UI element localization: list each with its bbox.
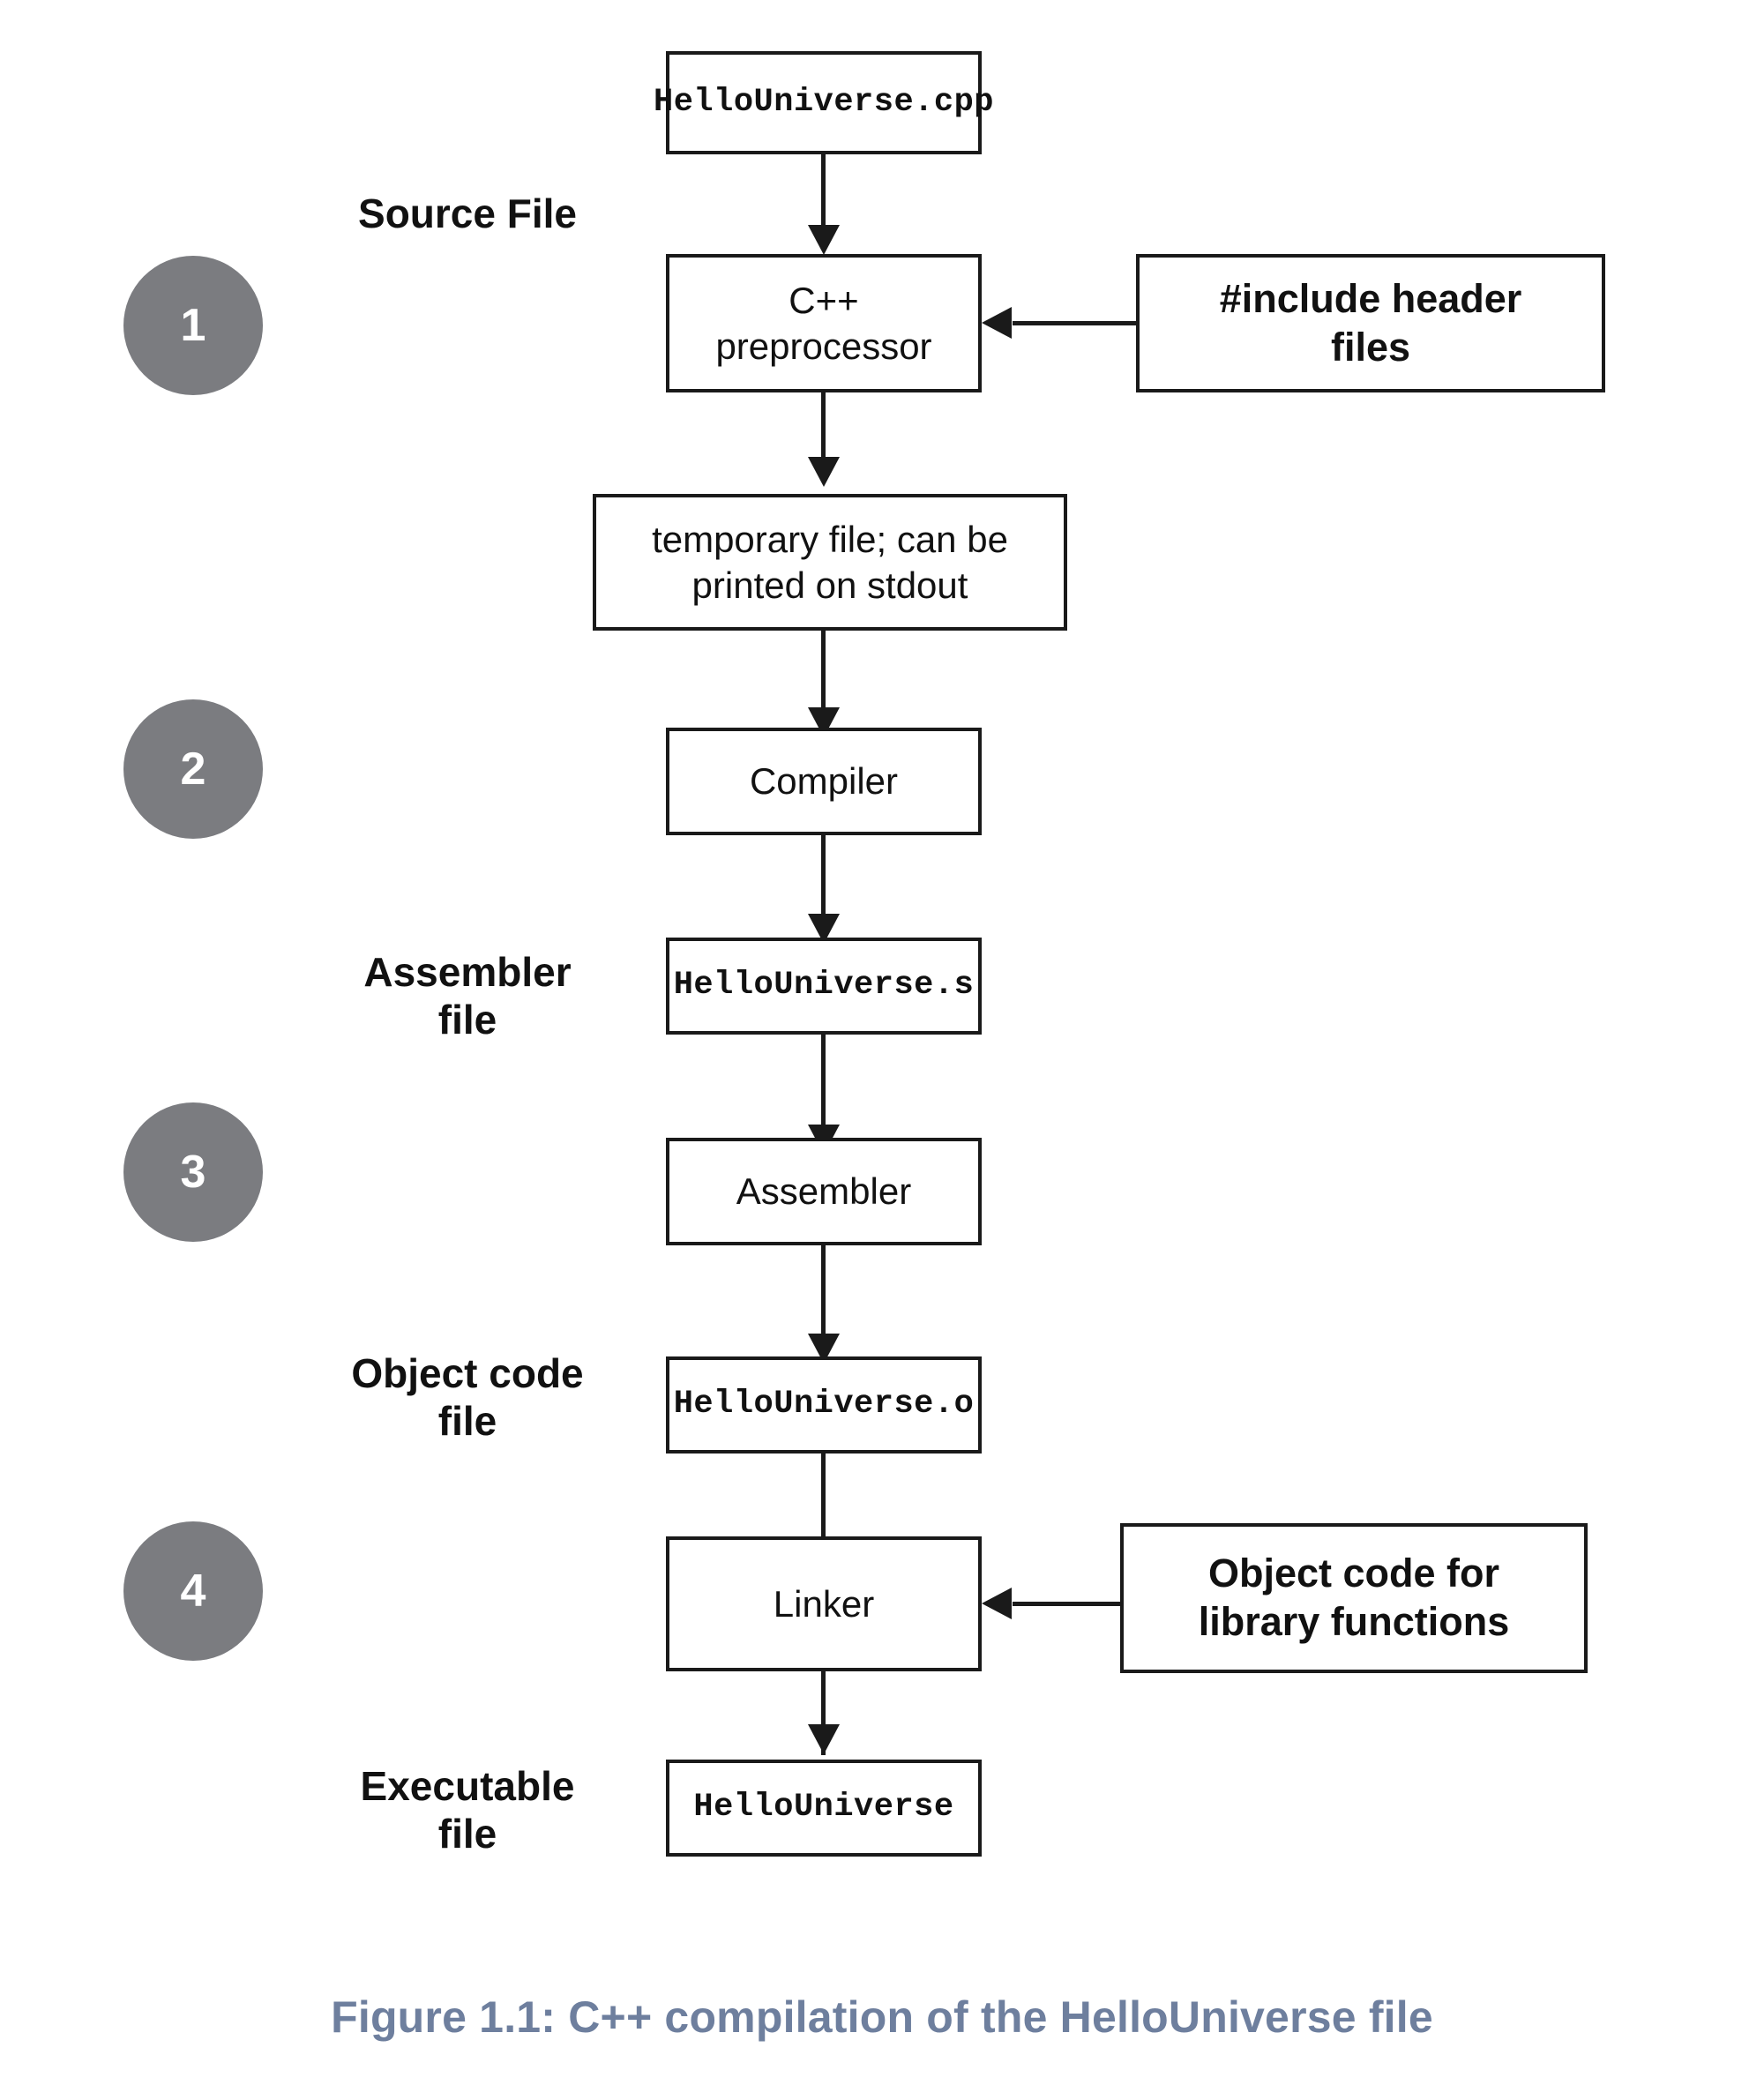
node-label-line: #include header (1219, 275, 1522, 321)
stage-circle-1: 1 (123, 256, 263, 395)
connector-object-file-to-linker (821, 1454, 826, 1546)
connector-compiler-to-assembler-file (821, 835, 826, 921)
stage-number-label: 3 (180, 1147, 206, 1198)
node-label-line: library functions (1198, 1599, 1510, 1644)
connector-assembler-to-object-file (821, 1245, 826, 1341)
connector-preprocessor-to-tempfile (821, 392, 826, 461)
stage-circle-3: 3 (123, 1102, 263, 1242)
node-label-line: C++ (789, 280, 859, 322)
connector-library-to-linker (1013, 1602, 1122, 1606)
node-compiler: Compiler (666, 728, 982, 835)
node-executable: HelloUniverse (666, 1760, 982, 1857)
side-label-line: file (437, 997, 497, 1043)
node-object-file: HelloUniverse.o (666, 1356, 982, 1454)
stage-number-label: 4 (180, 1566, 206, 1617)
node-label: Assembler (736, 1170, 912, 1213)
node-label-line: temporary file; can be (652, 519, 1008, 561)
node-label-line: Object code for (1207, 1551, 1500, 1596)
arrowhead-down-icon (808, 225, 840, 255)
arrowhead-left-icon (982, 307, 1012, 339)
node-label-line: files (1330, 324, 1411, 370)
node-linker: Linker (666, 1536, 982, 1671)
node-library-object-code: Object code for library functions (1120, 1523, 1588, 1673)
figure-caption: Figure 1.1: C++ compilation of the Hello… (331, 1992, 1433, 2042)
connector-assembler-file-to-assembler (821, 1035, 826, 1132)
side-label-executable-file: Executable file (291, 1762, 644, 1858)
side-label-line: file (437, 1811, 497, 1857)
node-label: HelloUniverse (693, 1789, 954, 1827)
connector-headers-to-preprocessor (1013, 321, 1138, 325)
arrowhead-down-icon (808, 457, 840, 487)
side-label-line: Source File (358, 191, 577, 236)
node-source-file: HelloUniverse.cpp (654, 51, 993, 154)
node-label: HelloUniverse.s (673, 967, 975, 1005)
node-assembler: Assembler (666, 1138, 982, 1245)
node-label-line: preprocessor (715, 325, 932, 367)
node-label: HelloUniverse.cpp (654, 83, 994, 121)
side-label-assembler-file: Assembler file (291, 948, 644, 1044)
node-label-line: printed on stdout (691, 564, 968, 606)
side-label-line: Executable (360, 1763, 575, 1809)
stage-number-label: 2 (180, 744, 206, 795)
side-label-line: Assembler (363, 949, 572, 995)
stage-circle-2: 2 (123, 699, 263, 839)
arrowhead-down-icon (808, 1724, 840, 1754)
side-label-line: Object code (351, 1350, 584, 1396)
node-label: Linker (773, 1582, 875, 1625)
connector-tempfile-to-compiler (821, 631, 826, 714)
node-include-header-files: #include header files (1136, 254, 1605, 392)
connector-linker-to-executable (821, 1671, 826, 1755)
side-label-object-code-file: Object code file (291, 1349, 644, 1446)
stage-circle-4: 4 (123, 1521, 263, 1661)
node-label: HelloUniverse.o (673, 1386, 975, 1424)
connector-source-to-preprocessor (821, 154, 826, 234)
side-label-source-file: Source File (291, 190, 644, 237)
node-label: Compiler (749, 760, 899, 803)
arrowhead-left-icon (982, 1588, 1012, 1619)
stage-number-label: 1 (180, 300, 206, 351)
node-temporary-file: temporary file; can be printed on stdout (593, 494, 1067, 631)
node-assembler-file: HelloUniverse.s (666, 938, 982, 1035)
side-label-line: file (437, 1398, 497, 1445)
node-preprocessor: C++ preprocessor (666, 254, 982, 392)
